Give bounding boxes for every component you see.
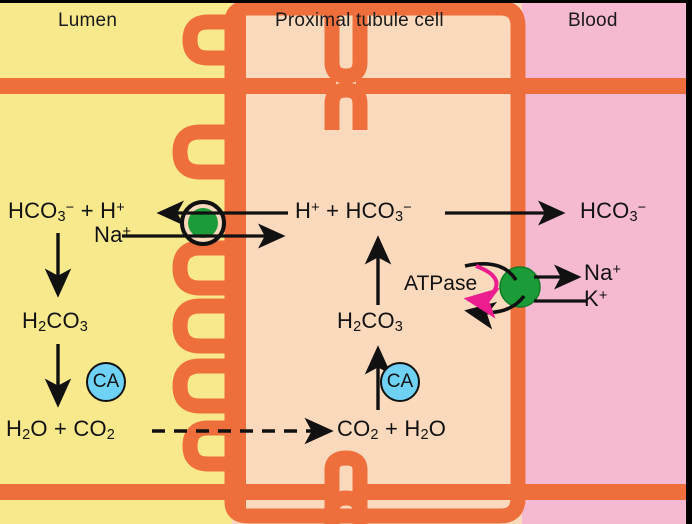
film-edge-right	[686, 0, 692, 524]
ca-badge-cell-label: CA	[386, 371, 414, 392]
ca-badge-lumen-label: CA	[92, 371, 120, 392]
basolateral-na-k-atpase[interactable]	[499, 266, 541, 308]
label-cell: Proximal tubule cell	[275, 10, 444, 31]
species-blood-k: K+	[584, 286, 608, 311]
label-blood: Blood	[568, 10, 618, 31]
species-lumen-h2co3: H2CO3	[22, 308, 89, 336]
species-cell-co2-h2o: CO2 + H2O	[337, 416, 447, 444]
arrow-atpase-cycle	[463, 264, 500, 319]
species-lumen-h2o-co2: H2O + CO2	[6, 416, 116, 444]
species-lumen-hco3-h: HCO3− + H+	[8, 198, 125, 226]
film-edge-top	[0, 0, 692, 3]
species-blood-hco3: HCO3−	[580, 198, 647, 226]
arrow-na-pump-out	[464, 262, 582, 290]
species-blood-na: Na+	[584, 260, 622, 285]
species-cell-h-hco3: H+ + HCO3−	[295, 198, 412, 226]
ca-badge-lumen: CA	[86, 362, 126, 402]
label-atpase: ATPase	[404, 272, 478, 295]
ca-badge-cell: CA	[380, 362, 420, 402]
apical-exchanger[interactable]	[180, 200, 226, 246]
species-cell-h2co3: H2CO3	[337, 308, 404, 336]
species-lumen-na: Na+	[94, 222, 132, 247]
label-lumen: Lumen	[58, 10, 118, 31]
